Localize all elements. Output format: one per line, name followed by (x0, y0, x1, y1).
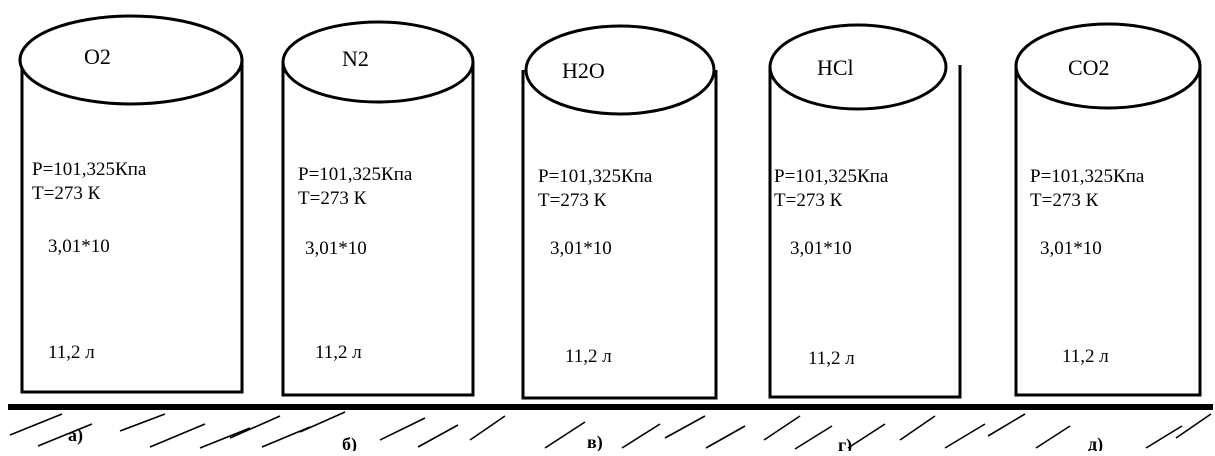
temperature-label: T=273 К (1030, 190, 1099, 211)
cylinder-body (20, 58, 244, 394)
volume-label: 11,2 л (1062, 346, 1109, 367)
gas-formula: CO2 (1068, 55, 1110, 80)
label-v: в) (587, 432, 603, 451)
pressure-label: P=101,325Кпа (1030, 166, 1145, 187)
cylinder-g: HCl P=101,325Кпа T=273 К 3,01*10 11,2 л (768, 23, 962, 399)
cylinder-d: CO2 P=101,325Кпа T=273 К 3,01*10 11,2 л (1014, 22, 1202, 397)
gas-formula: H2O (562, 58, 605, 83)
temperature-label: T=273 К (298, 188, 367, 209)
volume-label: 11,2 л (808, 348, 855, 369)
molecule-count: 3,01*10 (48, 236, 110, 257)
label-d: д) (1088, 434, 1103, 451)
label-g: г) (838, 435, 852, 451)
volume-label: 11,2 л (48, 342, 95, 363)
pressure-label: P=101,325Кпа (774, 166, 889, 187)
temperature-label: T=273 К (774, 190, 843, 211)
gas-formula: HCl (817, 55, 854, 80)
cylinder-top (18, 14, 244, 106)
pressure-label: P=101,325Кпа (32, 159, 147, 180)
cylinder-body (521, 70, 718, 400)
molecule-count: 3,01*10 (1040, 238, 1102, 259)
volume-label: 11,2 л (315, 342, 362, 363)
molecule-count: 3,01*10 (550, 238, 612, 259)
temperature-label: T=273 К (538, 190, 607, 211)
cylinder-top (281, 20, 475, 104)
label-b: б) (342, 434, 357, 451)
cylinder-body (768, 65, 962, 399)
cylinder-body (1014, 64, 1202, 397)
ground-hatching (9, 411, 1212, 450)
cylinder-top (524, 24, 716, 116)
volume-label: 11,2 л (565, 346, 612, 367)
temperature-label: T=273 К (32, 183, 101, 204)
molecule-count: 3,01*10 (305, 238, 367, 259)
gas-formula: O2 (84, 44, 111, 69)
gas-formula: N2 (342, 46, 369, 71)
cylinder-b: N2 P=101,325Кпа T=273 К 3,01*10 11,2 л (281, 20, 475, 397)
molecule-count: 3,01*10 (790, 238, 852, 259)
cylinder-top (768, 23, 948, 111)
pressure-label: P=101,325Кпа (538, 166, 653, 187)
label-a: а) (68, 425, 83, 446)
cylinder-a: O2 P=101,325Кпа T=273 К 3,01*10 11,2 л (18, 14, 244, 394)
cylinder-body (281, 62, 475, 397)
cylinder-v: H2O P=101,325Кпа T=273 К 3,01*10 11,2 л (521, 24, 718, 400)
pressure-label: P=101,325Кпа (298, 164, 413, 185)
cylinder-top (1014, 22, 1202, 110)
